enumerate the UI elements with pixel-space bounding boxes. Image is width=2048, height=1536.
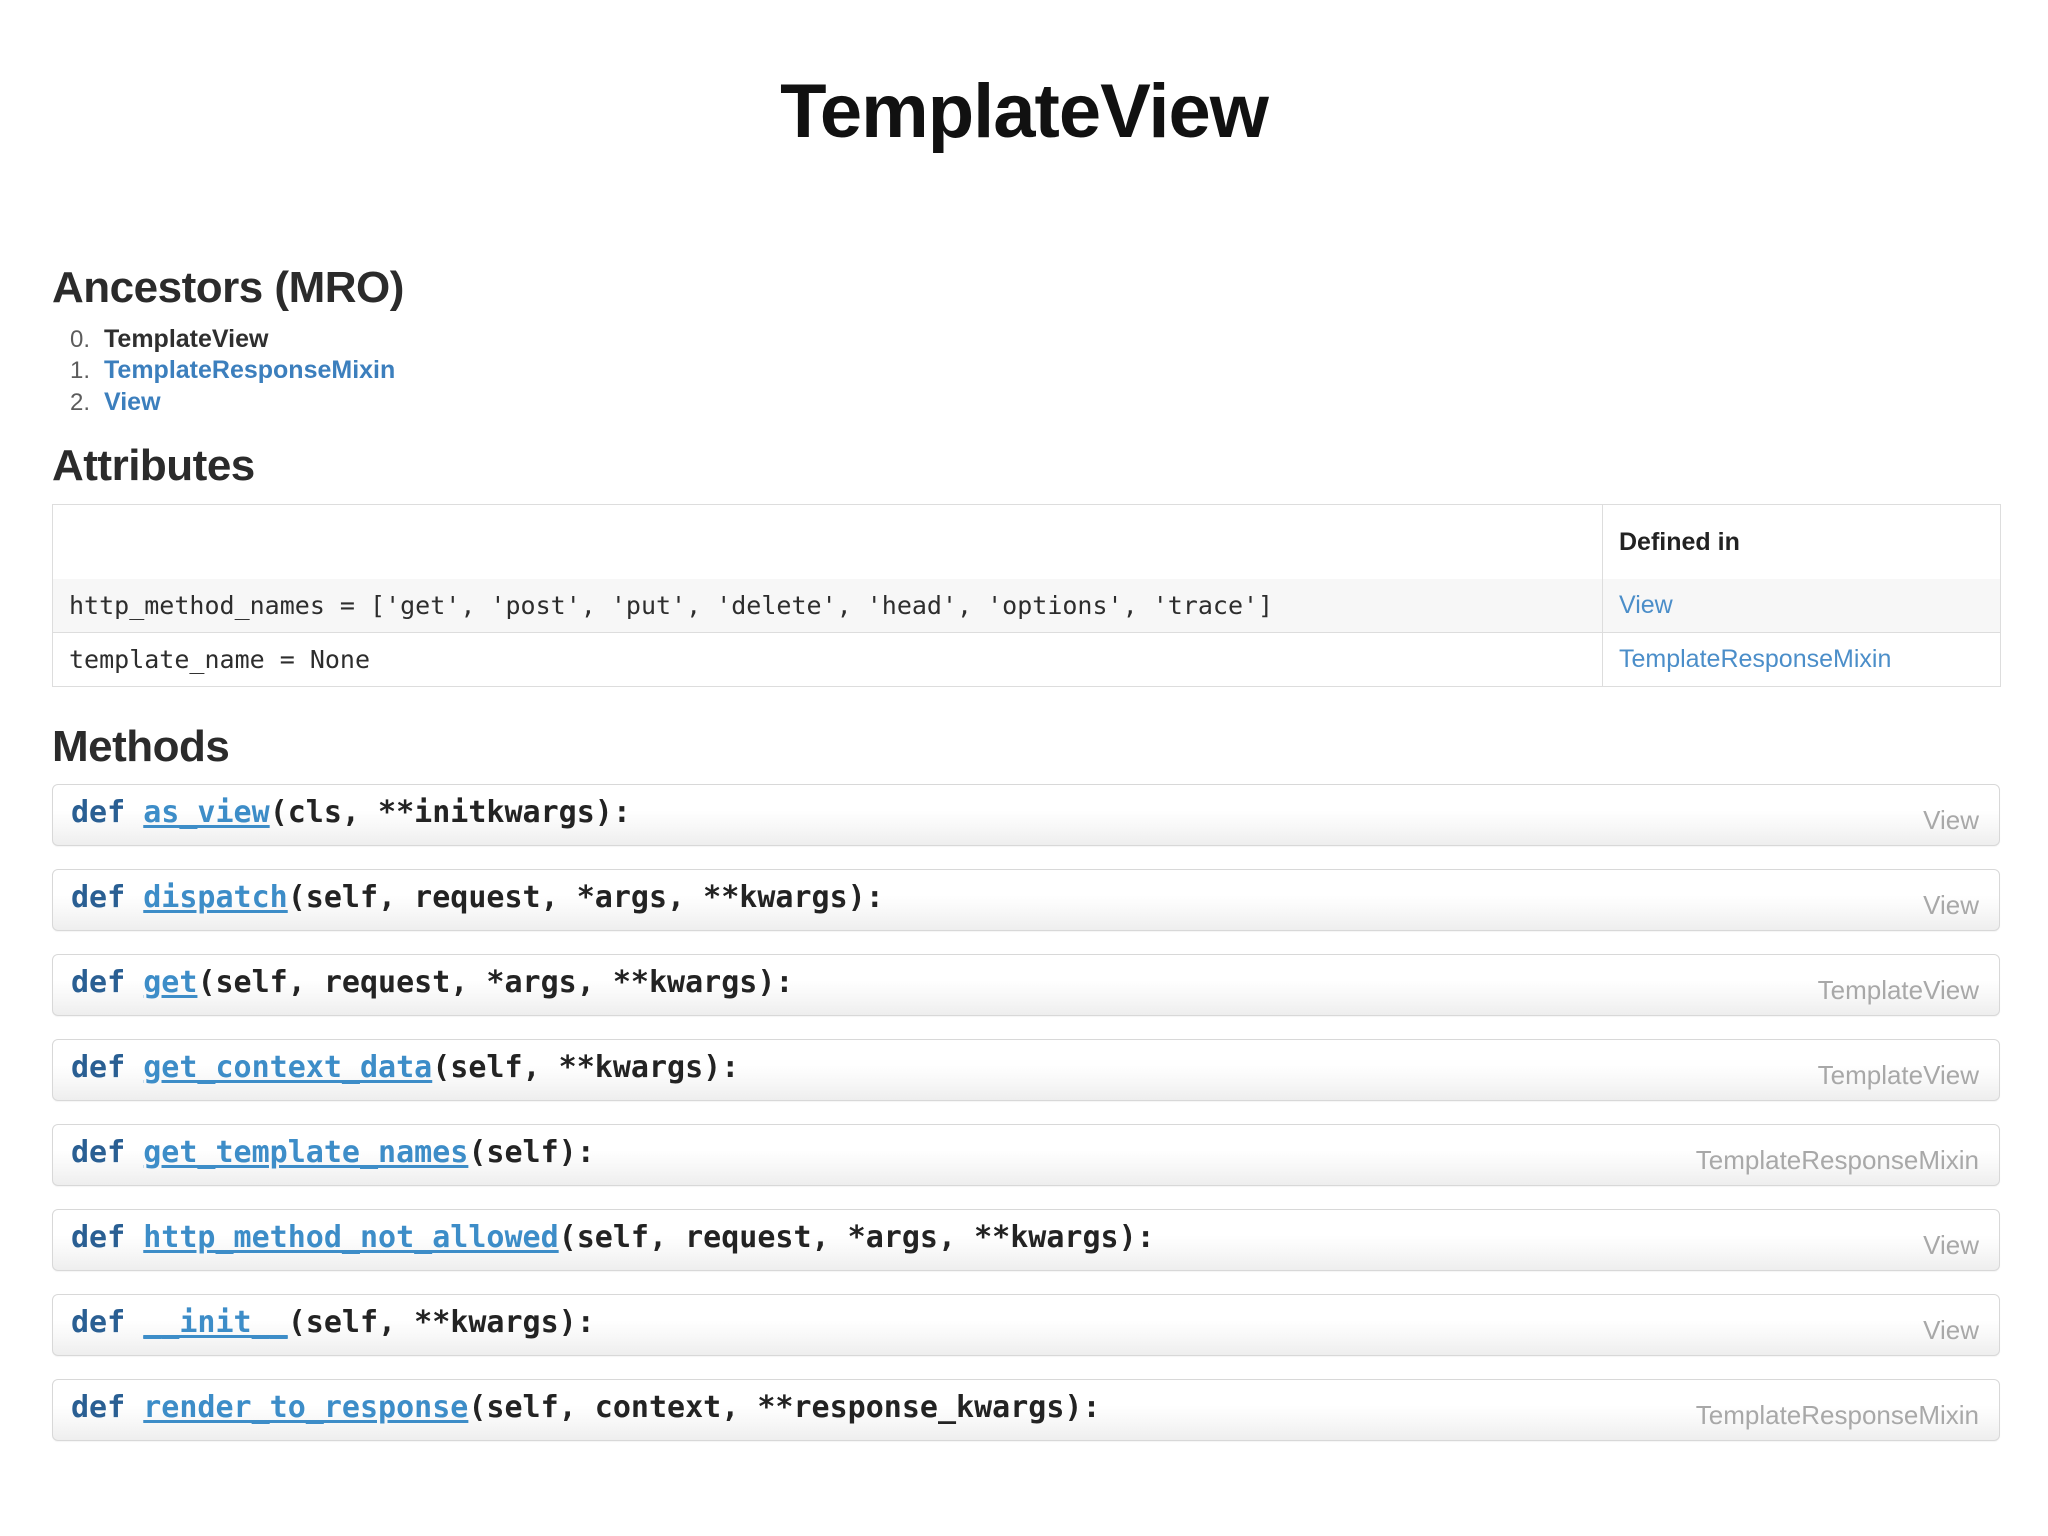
def-keyword: def bbox=[71, 1134, 126, 1170]
method-signature: def as_view(cls, **initkwargs): bbox=[71, 794, 631, 830]
list-item: 2. View bbox=[52, 387, 2000, 418]
table-row: http_method_names = ['get', 'post', 'put… bbox=[52, 579, 2001, 634]
method-name-link[interactable]: get_template_names bbox=[143, 1134, 469, 1170]
attributes-table-head: Defined in bbox=[52, 504, 2001, 580]
method-row-http-method-not-allowed[interactable]: def http_method_not_allowed(self, reques… bbox=[52, 1208, 2000, 1271]
column-header-defined-in: Defined in bbox=[1602, 504, 2001, 580]
method-arguments: (self, request, *args, **kwargs): bbox=[287, 879, 884, 915]
attribute-expression: http_method_names = ['get', 'post', 'put… bbox=[69, 591, 1274, 621]
method-signature: def http_method_not_allowed(self, reques… bbox=[71, 1219, 1155, 1255]
attribute-expression-cell: http_method_names = ['get', 'post', 'put… bbox=[52, 579, 1603, 634]
main-content: Ancestors (MRO) 0. TemplateView 1. Templ… bbox=[0, 262, 2048, 1441]
list-item: 0. TemplateView bbox=[52, 324, 2000, 355]
method-row-as-view[interactable]: def as_view(cls, **initkwargs): View bbox=[52, 783, 2000, 846]
method-signature: def __init__(self, **kwargs): bbox=[71, 1304, 595, 1340]
method-defined-in: TemplateResponseMixin bbox=[1695, 1145, 1979, 1176]
method-signature: def render_to_response(self, context, **… bbox=[71, 1389, 1101, 1425]
method-row-get-template-names[interactable]: def get_template_names(self): TemplateRe… bbox=[52, 1123, 2000, 1186]
def-keyword: def bbox=[71, 794, 126, 830]
table-header-row: Defined in bbox=[52, 504, 2001, 580]
def-keyword: def bbox=[71, 879, 126, 915]
methods-list: def as_view(cls, **initkwargs): View def… bbox=[52, 783, 2000, 1441]
mro-class-link-templateresponsemixin[interactable]: TemplateResponseMixin bbox=[104, 356, 396, 385]
method-name-link[interactable]: get bbox=[143, 964, 198, 1000]
attribute-defined-in-cell: View bbox=[1602, 579, 2001, 634]
method-signature: def get_template_names(self): bbox=[71, 1134, 595, 1170]
method-defined-in: TemplateResponseMixin bbox=[1695, 1400, 1979, 1431]
def-keyword: def bbox=[71, 964, 126, 1000]
list-item: 1. TemplateResponseMixin bbox=[52, 355, 2000, 386]
method-signature: def get_context_data(self, **kwargs): bbox=[71, 1049, 740, 1085]
method-arguments: (self, request, *args, **kwargs): bbox=[197, 964, 794, 1000]
def-keyword: def bbox=[71, 1049, 126, 1085]
method-name-link[interactable]: render_to_response bbox=[143, 1389, 469, 1425]
method-arguments: (self, **kwargs): bbox=[432, 1049, 740, 1085]
method-signature: def dispatch(self, request, *args, **kwa… bbox=[71, 879, 884, 915]
method-row-render-to-response[interactable]: def render_to_response(self, context, **… bbox=[52, 1378, 2000, 1441]
method-name-link[interactable]: as_view bbox=[143, 794, 270, 830]
method-defined-in: View bbox=[1923, 805, 1979, 836]
mro-index: 1. bbox=[69, 357, 90, 385]
method-row-get[interactable]: def get(self, request, *args, **kwargs):… bbox=[52, 953, 2000, 1016]
method-arguments: (self, request, *args, **kwargs): bbox=[558, 1219, 1155, 1255]
method-name-link[interactable]: http_method_not_allowed bbox=[143, 1219, 559, 1255]
method-arguments: (cls, **initkwargs): bbox=[269, 794, 631, 830]
method-row-dispatch[interactable]: def dispatch(self, request, *args, **kwa… bbox=[52, 868, 2000, 931]
page-title: TemplateView bbox=[780, 69, 1269, 154]
method-row-init[interactable]: def __init__(self, **kwargs): View bbox=[52, 1293, 2000, 1356]
method-signature: def get(self, request, *args, **kwargs): bbox=[71, 964, 794, 1000]
def-keyword: def bbox=[71, 1304, 126, 1340]
attributes-table-body: http_method_names = ['get', 'post', 'put… bbox=[52, 579, 2001, 687]
method-defined-in: TemplateView bbox=[1817, 1060, 1979, 1091]
method-defined-in: View bbox=[1923, 1230, 1979, 1261]
method-arguments: (self, **kwargs): bbox=[287, 1304, 595, 1340]
method-defined-in: TemplateView bbox=[1817, 975, 1979, 1006]
ancestors-list: 0. TemplateView 1. TemplateResponseMixin… bbox=[52, 324, 2000, 418]
table-row: template_name = None TemplateResponseMix… bbox=[53, 632, 2001, 687]
def-keyword: def bbox=[71, 1389, 126, 1425]
method-arguments: (self): bbox=[468, 1134, 595, 1170]
method-row-get-context-data[interactable]: def get_context_data(self, **kwargs): Te… bbox=[52, 1038, 2000, 1101]
method-name-link[interactable]: __init__ bbox=[143, 1304, 288, 1340]
method-name-link[interactable]: get_context_data bbox=[143, 1049, 433, 1085]
mro-class-link-view[interactable]: View bbox=[104, 387, 161, 416]
def-keyword: def bbox=[71, 1219, 126, 1255]
method-defined-in: View bbox=[1923, 890, 1979, 921]
method-name-link[interactable]: dispatch bbox=[143, 879, 288, 915]
defined-in-link-templateresponsemixin[interactable]: TemplateResponseMixin bbox=[1619, 645, 1892, 674]
methods-heading: Methods bbox=[52, 722, 230, 772]
mro-class-name: TemplateView bbox=[104, 325, 269, 354]
attribute-expression-cell: template_name = None bbox=[53, 633, 1603, 687]
mro-index: 0. bbox=[69, 326, 90, 354]
ancestors-heading: Ancestors (MRO) bbox=[52, 262, 404, 312]
defined-in-link-view[interactable]: View bbox=[1619, 591, 1673, 620]
attribute-expression: template_name = None bbox=[69, 645, 371, 675]
attributes-table: Defined in http_method_names = ['get', '… bbox=[52, 504, 2001, 688]
column-header-expression bbox=[52, 504, 1603, 580]
attribute-defined-in-cell: TemplateResponseMixin bbox=[1602, 632, 2001, 687]
attributes-heading: Attributes bbox=[52, 440, 255, 490]
method-arguments: (self, context, **response_kwargs): bbox=[468, 1389, 1101, 1425]
mro-index: 2. bbox=[69, 388, 90, 416]
method-defined-in: View bbox=[1923, 1315, 1979, 1346]
